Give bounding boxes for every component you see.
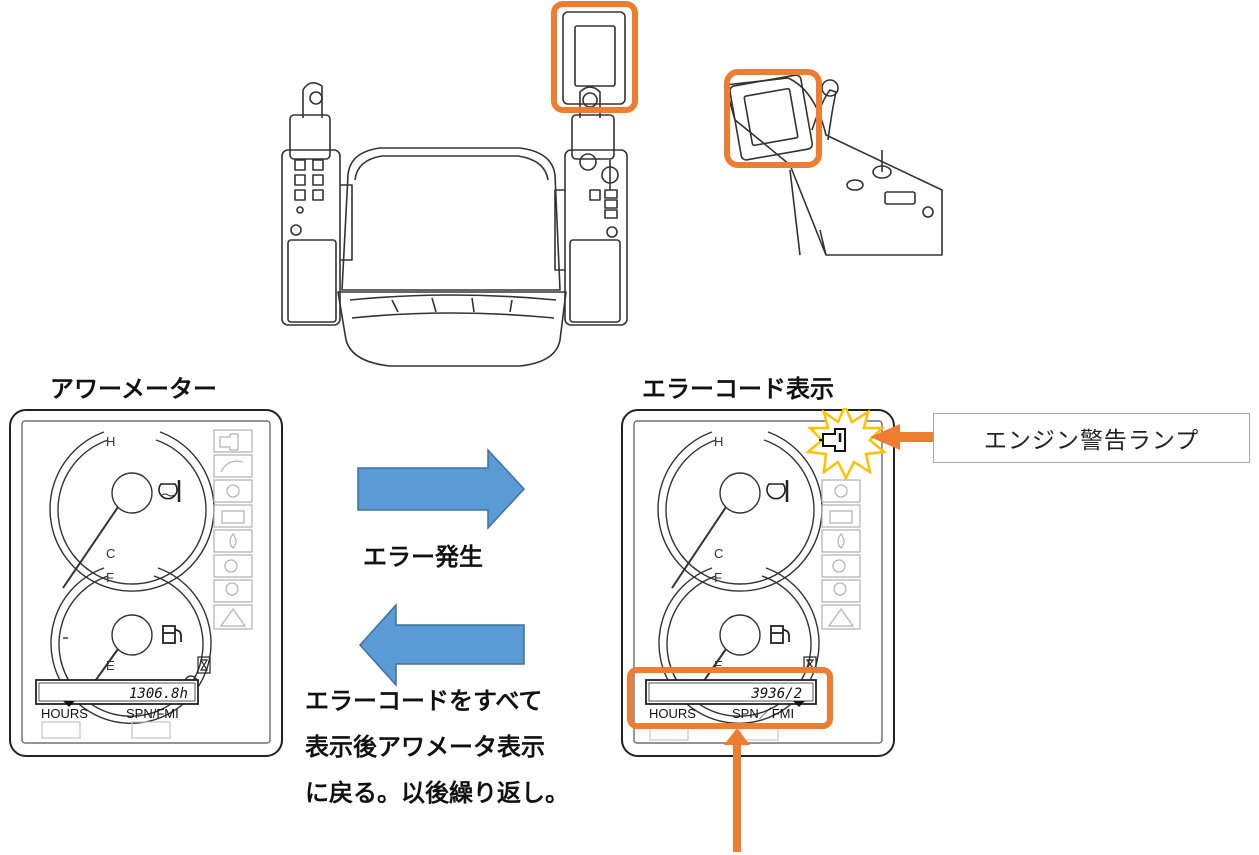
- lcd-display: [645, 679, 817, 705]
- coolant-temp-icon: [158, 480, 181, 502]
- hours-label: HOURS: [649, 706, 696, 721]
- hourglass-icon: [197, 656, 211, 674]
- monitor-highlight-front: [551, 1, 638, 113]
- engine-warning-icon: [819, 428, 846, 452]
- seat-front-view: [281, 11, 628, 367]
- lcd-display: [35, 679, 199, 705]
- hour-meter-title: アワーメーター: [50, 375, 218, 403]
- gauge-bottom-high-label: F: [106, 570, 114, 585]
- return-explanation-line-1: エラーコードをすべて: [305, 687, 543, 715]
- oil-pressure-icon: [821, 529, 861, 553]
- fuel-icon: [162, 625, 182, 644]
- error-code-panel: H C F E 3936/2 HOURS SPN／FMI: [621, 408, 895, 757]
- lcd-error-code-value: 3936/2: [750, 686, 802, 702]
- lcd-highlight: [627, 667, 833, 729]
- return-explanation-line-2: 表示後アワメータ表示: [305, 733, 545, 761]
- return-explanation-line-3: に戻る。以後繰り返し。: [305, 779, 569, 807]
- forward-arrow: [357, 448, 526, 530]
- engine-warning-icon: [213, 429, 253, 453]
- back-arrow: [358, 603, 525, 687]
- engine-warning-lamp-callout: エンジン警告ランプ: [933, 413, 1250, 463]
- hours-label: HOURS: [41, 706, 88, 721]
- glow-plug-icon: [821, 554, 861, 578]
- warning-triangle-icon: [213, 604, 253, 630]
- spn-fmi-label: SPN／FMI: [732, 706, 794, 721]
- monitor-highlight-side: [724, 69, 822, 168]
- oil-pressure-icon: [213, 529, 253, 553]
- gauge-bottom-low-label: E: [714, 658, 723, 673]
- coolant-gauge-hub: [111, 472, 153, 514]
- gauge-top-high-label: H: [106, 434, 115, 449]
- machine-illustrations: [281, 1, 943, 367]
- spn-fmi-label: SPN/FMI: [126, 706, 179, 721]
- fuel-icon: [770, 625, 790, 644]
- console-side-view: [724, 74, 943, 256]
- warning-triangle-icon: [821, 604, 861, 630]
- lcd-hours-value: 1306.8h: [129, 686, 188, 702]
- gauge-top-low-label: C: [714, 546, 723, 561]
- hour-meter-panel: H C F E 1306.8h HOURS SPN/FMI: [9, 409, 283, 757]
- gauge-top-low-label: C: [106, 546, 115, 561]
- gauge-top-high-label: H: [714, 434, 723, 449]
- gauge-bottom-low-label: E: [106, 658, 115, 673]
- gauge-bottom-high-label: F: [714, 570, 722, 585]
- return-explanation: エラーコードをすべて 表示後アワメータ表示 に戻る。以後繰り返し。: [305, 678, 569, 816]
- battery-icon: [821, 504, 861, 528]
- coolant-temp-icon: [766, 480, 789, 502]
- battery-icon: [213, 504, 253, 528]
- glow-plug-icon: [213, 554, 253, 578]
- fuel-gauge-hub: [111, 614, 153, 656]
- error-occurrence-label: エラー発生: [363, 543, 483, 571]
- error-code-display-title: エラーコード表示: [642, 375, 834, 403]
